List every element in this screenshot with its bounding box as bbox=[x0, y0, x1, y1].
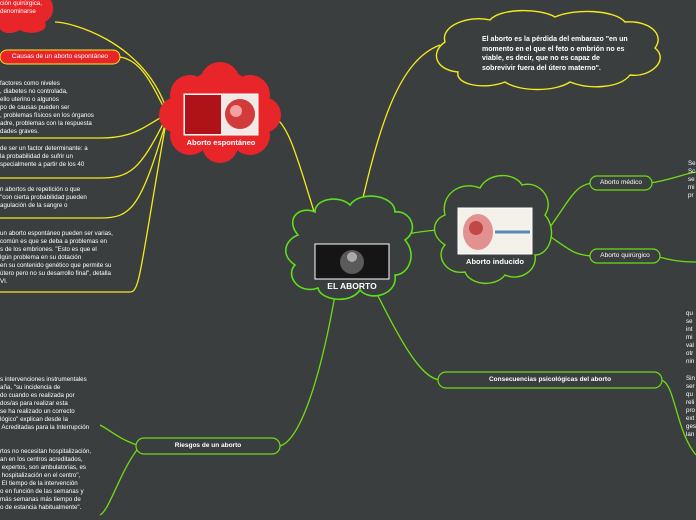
surgical-text: qu se int mi val otr nin bbox=[686, 310, 695, 365]
connector-repeat bbox=[99, 124, 166, 219]
connector-reasons bbox=[129, 127, 166, 293]
medical-label[interactable]: Aborto médico bbox=[600, 179, 642, 186]
connector-medical bbox=[547, 182, 596, 231]
connector-causes bbox=[119, 56, 166, 111]
causes-label[interactable]: Causas de un aborto espontáneo bbox=[11, 53, 109, 60]
extra-text: Sin ser qu reli pro ext ges lan bbox=[686, 375, 696, 438]
induced-title[interactable]: Aborto inducido bbox=[466, 257, 524, 266]
central-title[interactable]: EL ABORTO bbox=[327, 281, 377, 291]
surgical-label[interactable]: Aborto quirúrgico bbox=[600, 252, 650, 259]
risks-pill bbox=[135, 437, 281, 455]
surgical-pill bbox=[589, 248, 661, 264]
definition-text: El aborto es la pérdida del embarazo "en… bbox=[482, 36, 628, 72]
connector-psych bbox=[369, 279, 441, 381]
medical-text: Se Sc se mi pr bbox=[688, 160, 696, 199]
spontaneous-title[interactable]: Aborto espontáneo bbox=[186, 138, 256, 147]
connector-surgical bbox=[547, 234, 596, 257]
risks-text-2: rtos no necesitan hospitalización, an en… bbox=[0, 448, 92, 511]
causes-text: factores como niveles , diabetes no cont… bbox=[0, 80, 94, 135]
top-fragment-text: ción quirúrgica, denominarse bbox=[0, 0, 42, 15]
connector-risks bbox=[279, 294, 336, 447]
psych-label[interactable]: Consecuencias psicológicas del aborto bbox=[488, 376, 612, 383]
age-text: de ser un factor determinante: a la prob… bbox=[0, 145, 88, 168]
connector-causes-text bbox=[99, 114, 166, 139]
repeat-text: n abortos de repetición o que "con ciert… bbox=[0, 186, 87, 209]
medical-pill bbox=[589, 175, 653, 191]
causes-pill bbox=[0, 49, 121, 65]
risks-text-1: s intervenciones instrumentales aña, "su… bbox=[0, 376, 90, 431]
top-fragment-node bbox=[0, 0, 54, 34]
definition-node-shape bbox=[435, 9, 661, 91]
connector-age bbox=[99, 119, 166, 179]
risks-label[interactable]: Riesgos de un aborto bbox=[174, 442, 242, 449]
connector-top bbox=[54, 21, 166, 106]
reasons-text: un aborto espontáneo pueden ser varias, … bbox=[0, 230, 113, 285]
psych-pill bbox=[437, 371, 663, 389]
connector-definition bbox=[357, 44, 441, 221]
